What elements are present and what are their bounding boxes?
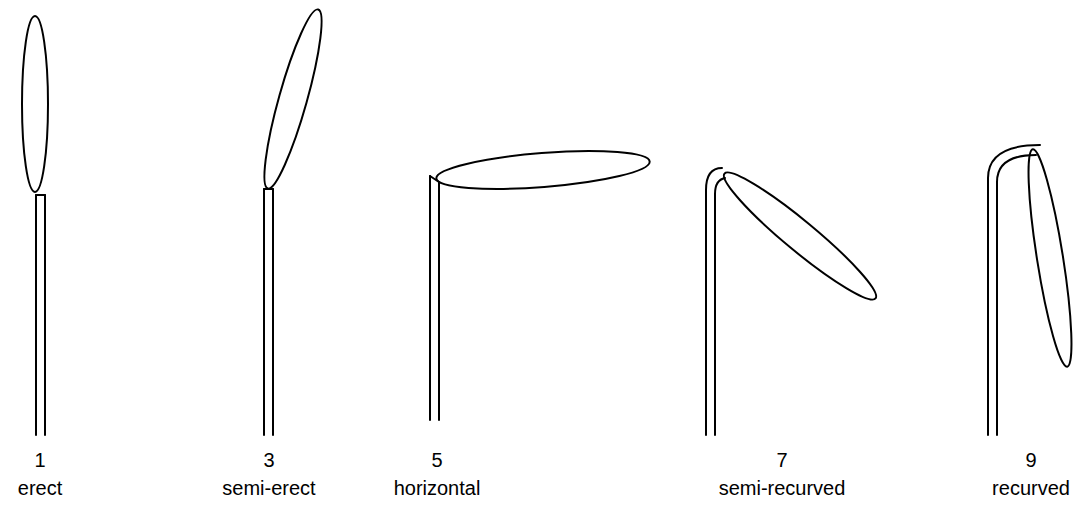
score-number: 1: [34, 448, 45, 472]
erect-leaf: [22, 16, 48, 435]
semi-erect-leaf: [254, 6, 331, 435]
angle-class-label: horizontal: [394, 476, 481, 500]
horizontal-leaf: [430, 145, 651, 420]
angle-class-label: semi-recurved: [719, 476, 846, 500]
semi-recurved-leaf: [706, 162, 885, 435]
recurved-leaf: [988, 145, 1080, 435]
score-number: 7: [776, 448, 787, 472]
angle-class-label: semi-erect: [222, 476, 315, 500]
score-number: 9: [1025, 448, 1036, 472]
score-number: 3: [263, 448, 274, 472]
angle-class-label: erect: [18, 476, 62, 500]
score-number: 5: [431, 448, 442, 472]
angle-class-label: recurved: [992, 476, 1070, 500]
